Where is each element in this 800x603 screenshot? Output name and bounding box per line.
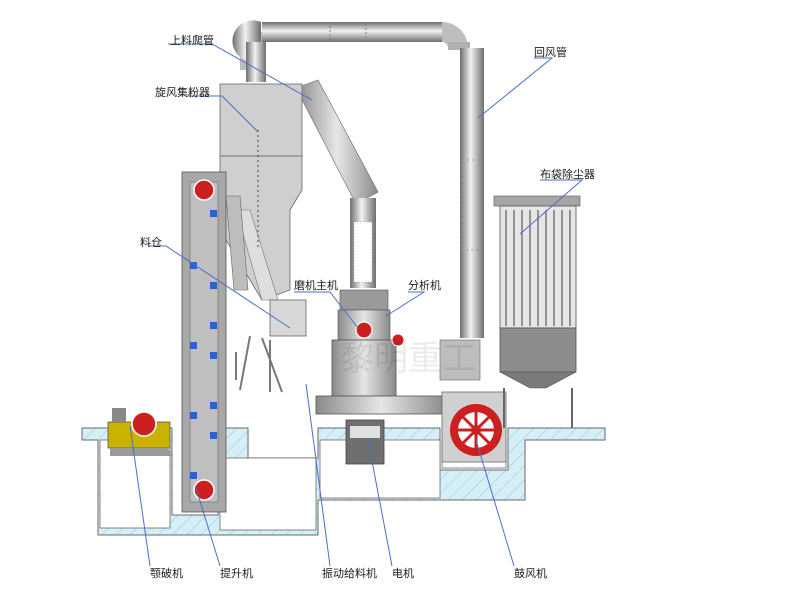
- label-motor: 电机: [392, 567, 414, 580]
- label-silo: 料仓: [140, 236, 162, 249]
- label-vibrating-feeder: 振动给料机: [322, 567, 377, 580]
- label-blower: 鼓风机: [514, 567, 547, 580]
- label-cyclone-collector: 旋风集粉器: [155, 86, 210, 99]
- label-classifier: 分析机: [408, 279, 441, 292]
- pipe-loop: [232, 20, 484, 338]
- jaw-crusher: [107, 408, 172, 456]
- leader-lines: [129, 43, 584, 567]
- blower: [441, 391, 507, 463]
- mill-main-unit: [315, 289, 481, 465]
- label-feed-pipe: 上料爬管: [170, 34, 214, 47]
- label-jaw-crusher: 颚破机: [150, 567, 183, 580]
- label-mill-main-unit: 磨机主机: [294, 279, 338, 292]
- label-return-pipe: 回风管: [534, 46, 567, 59]
- bucket-elevator: [181, 171, 249, 513]
- bag-filter: [493, 195, 581, 428]
- label-bag-filter: 布袋除尘器: [540, 168, 595, 181]
- label-elevator: 提升机: [220, 567, 253, 580]
- watermark: 黎明重工: [340, 339, 476, 379]
